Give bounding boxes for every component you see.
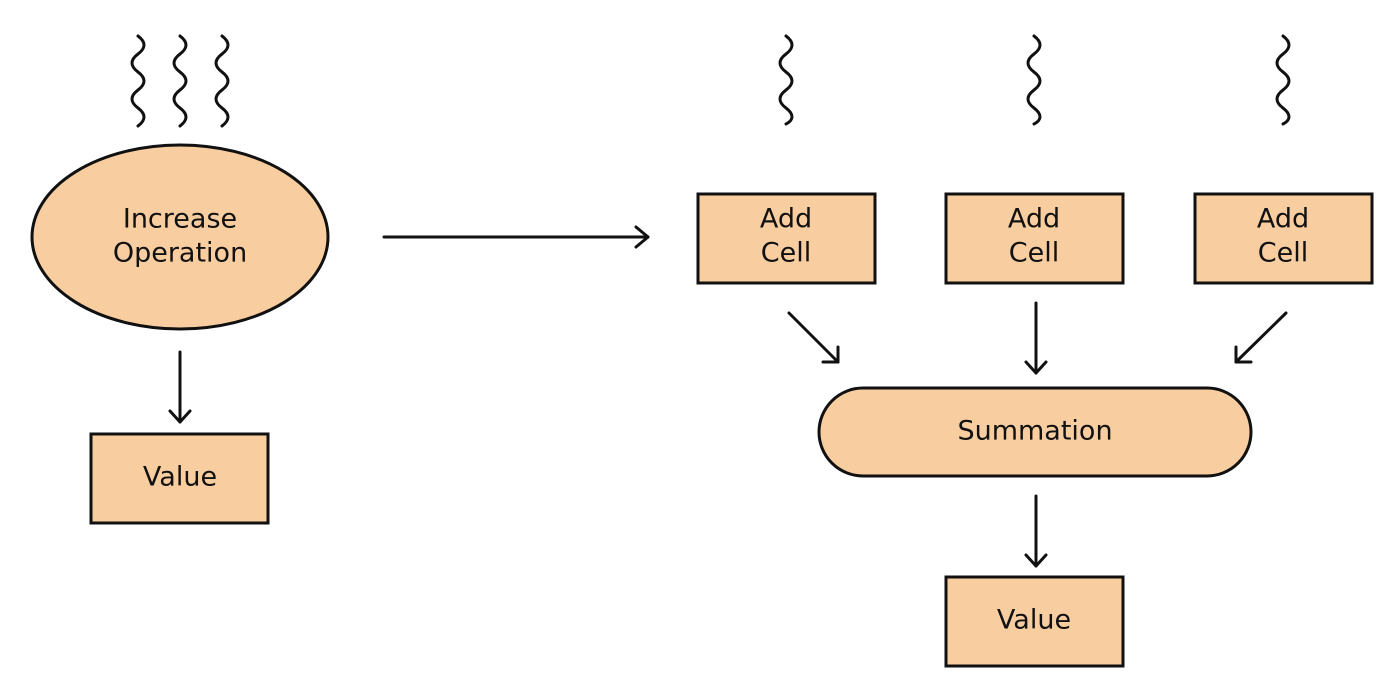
right-value-box bbox=[944, 575, 1125, 668]
input-wire bbox=[214, 34, 230, 128]
right-value-label: Value bbox=[997, 605, 1071, 636]
input-wire bbox=[172, 34, 188, 128]
arrow-cell2-to-summation bbox=[1024, 301, 1048, 375]
summation-label: Summation bbox=[957, 416, 1112, 447]
left-value-node: Value bbox=[89, 432, 270, 525]
add-cell-node-1: Add Cell bbox=[696, 192, 877, 285]
summation-pill bbox=[817, 386, 1253, 478]
arrow-cell3-to-summation bbox=[1234, 311, 1288, 364]
add-cell-box bbox=[696, 192, 877, 285]
right-input-wires bbox=[778, 34, 1291, 126]
transform-arrow bbox=[382, 225, 650, 249]
add-cell-node-2: Add Cell bbox=[944, 192, 1125, 285]
input-wire bbox=[1026, 34, 1042, 126]
input-wire bbox=[130, 34, 146, 128]
summation-node: Summation bbox=[817, 386, 1253, 478]
input-wire bbox=[778, 34, 794, 126]
left-value-box bbox=[89, 432, 270, 525]
arrow-operation-to-value bbox=[168, 350, 192, 424]
input-wire bbox=[1275, 34, 1291, 126]
right-value-node: Value bbox=[944, 575, 1125, 668]
add-cell-label-line2: Cell bbox=[1258, 238, 1308, 269]
increase-operation-label-line2: Operation bbox=[113, 238, 247, 269]
left-value-label: Value bbox=[143, 462, 217, 493]
increase-operation-label-line1: Increase bbox=[123, 204, 237, 235]
add-cell-box bbox=[1193, 192, 1374, 285]
add-cell-label-line1: Add bbox=[1257, 204, 1309, 235]
add-cell-label-line2: Cell bbox=[761, 238, 811, 269]
increase-operation-node: Increase Operation bbox=[30, 143, 330, 331]
add-cell-label-line1: Add bbox=[760, 204, 812, 235]
add-cell-label-line1: Add bbox=[1008, 204, 1060, 235]
add-cell-node-3: Add Cell bbox=[1193, 192, 1374, 285]
arrow-summation-to-value bbox=[1024, 494, 1048, 568]
add-cell-label-line2: Cell bbox=[1009, 238, 1059, 269]
left-input-wires bbox=[130, 34, 230, 128]
arrow-cell1-to-summation bbox=[787, 311, 840, 364]
add-cell-box bbox=[944, 192, 1125, 285]
increase-operation-ellipse bbox=[30, 143, 330, 331]
